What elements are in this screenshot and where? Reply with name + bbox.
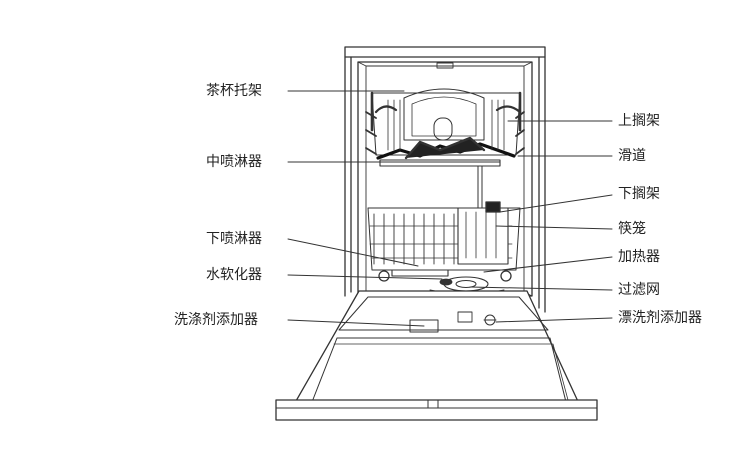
leader-filter [469,286,613,291]
label-cutlery-basket: 筷笼 [618,221,646,237]
label-upper-basket: 上搁架 [618,113,660,129]
leader-cutlery-basket [495,225,613,230]
leader-rinse-aid [495,317,613,323]
leader-detergent-dispenser [287,319,425,327]
leader-water-softener [287,274,443,280]
leader-lower-basket [499,194,613,213]
label-water-softener: 水软化器 [206,267,262,283]
label-slide-rail: 滑道 [618,148,646,164]
lower-basket-shape [367,201,521,282]
leader-heater [483,256,613,273]
label-heater: 加热器 [618,249,660,265]
label-filter: 过滤网 [618,282,660,298]
leader-lines [287,90,613,327]
open-door [275,290,598,421]
leader-lower-spray-arm [287,238,419,267]
label-rinse-aid-dispenser: 漂洗剂添加器 [618,310,702,326]
upper-basket-shape [365,88,525,160]
label-middle-spray-arm: 中喷淋器 [206,154,262,170]
label-cup-rack: 茶杯托架 [206,83,262,99]
cabinet [344,46,546,313]
middle-spray-arm-shape [379,159,501,209]
label-lower-spray-arm: 下喷淋器 [206,231,262,247]
label-detergent-dispenser: 洗涤剂添加器 [174,312,258,328]
label-lower-basket: 下搁架 [618,186,660,202]
